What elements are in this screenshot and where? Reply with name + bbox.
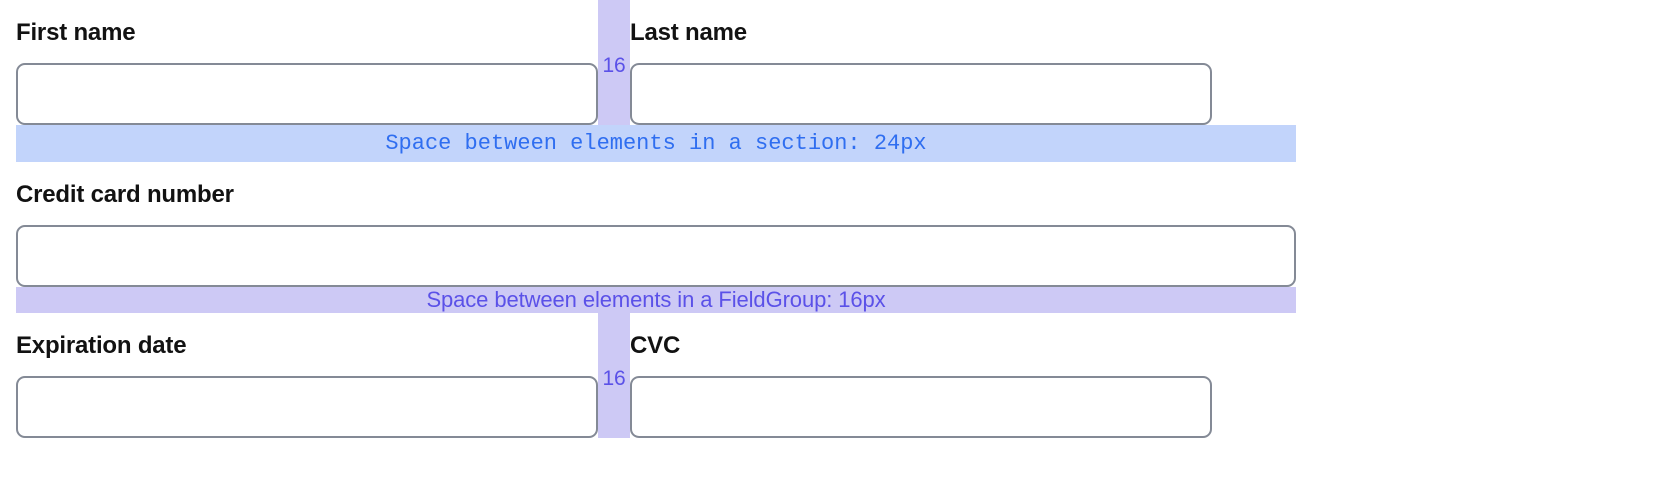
credit-card-field-row: Credit card number — [16, 162, 1296, 287]
first-name-field: First name — [16, 0, 598, 125]
credit-card-number-field: Credit card number — [16, 162, 1296, 287]
name-row-gap-label: 16 — [602, 54, 626, 77]
expiration-date-label: Expiration date — [16, 332, 187, 359]
first-name-label: First name — [16, 19, 136, 46]
credit-card-number-label: Credit card number — [16, 181, 234, 208]
payment-form: First name 16 Last name Space between el… — [16, 0, 1296, 438]
card-row-gap-label: 16 — [602, 367, 626, 390]
cvc-input[interactable] — [630, 376, 1212, 438]
cvc-field: CVC — [630, 313, 1212, 438]
credit-card-number-input[interactable] — [16, 225, 1296, 287]
last-name-field: Last name — [630, 0, 1212, 125]
fieldgroup-spacing-annotation: Space between elements in a FieldGroup: … — [16, 287, 1296, 313]
name-field-row: First name 16 Last name — [16, 0, 1296, 125]
expiration-date-input[interactable] — [16, 376, 598, 438]
cvc-label: CVC — [630, 332, 681, 359]
card-details-field-row: Expiration date 16 CVC — [16, 313, 1296, 438]
name-row-gap-strip: 16 — [598, 0, 630, 125]
section-spacing-annotation: Space between elements in a section: 24p… — [16, 125, 1296, 162]
last-name-label: Last name — [630, 19, 747, 46]
expiration-date-field: Expiration date — [16, 313, 598, 438]
first-name-input[interactable] — [16, 63, 598, 125]
card-row-gap-strip: 16 — [598, 313, 630, 438]
last-name-input[interactable] — [630, 63, 1212, 125]
